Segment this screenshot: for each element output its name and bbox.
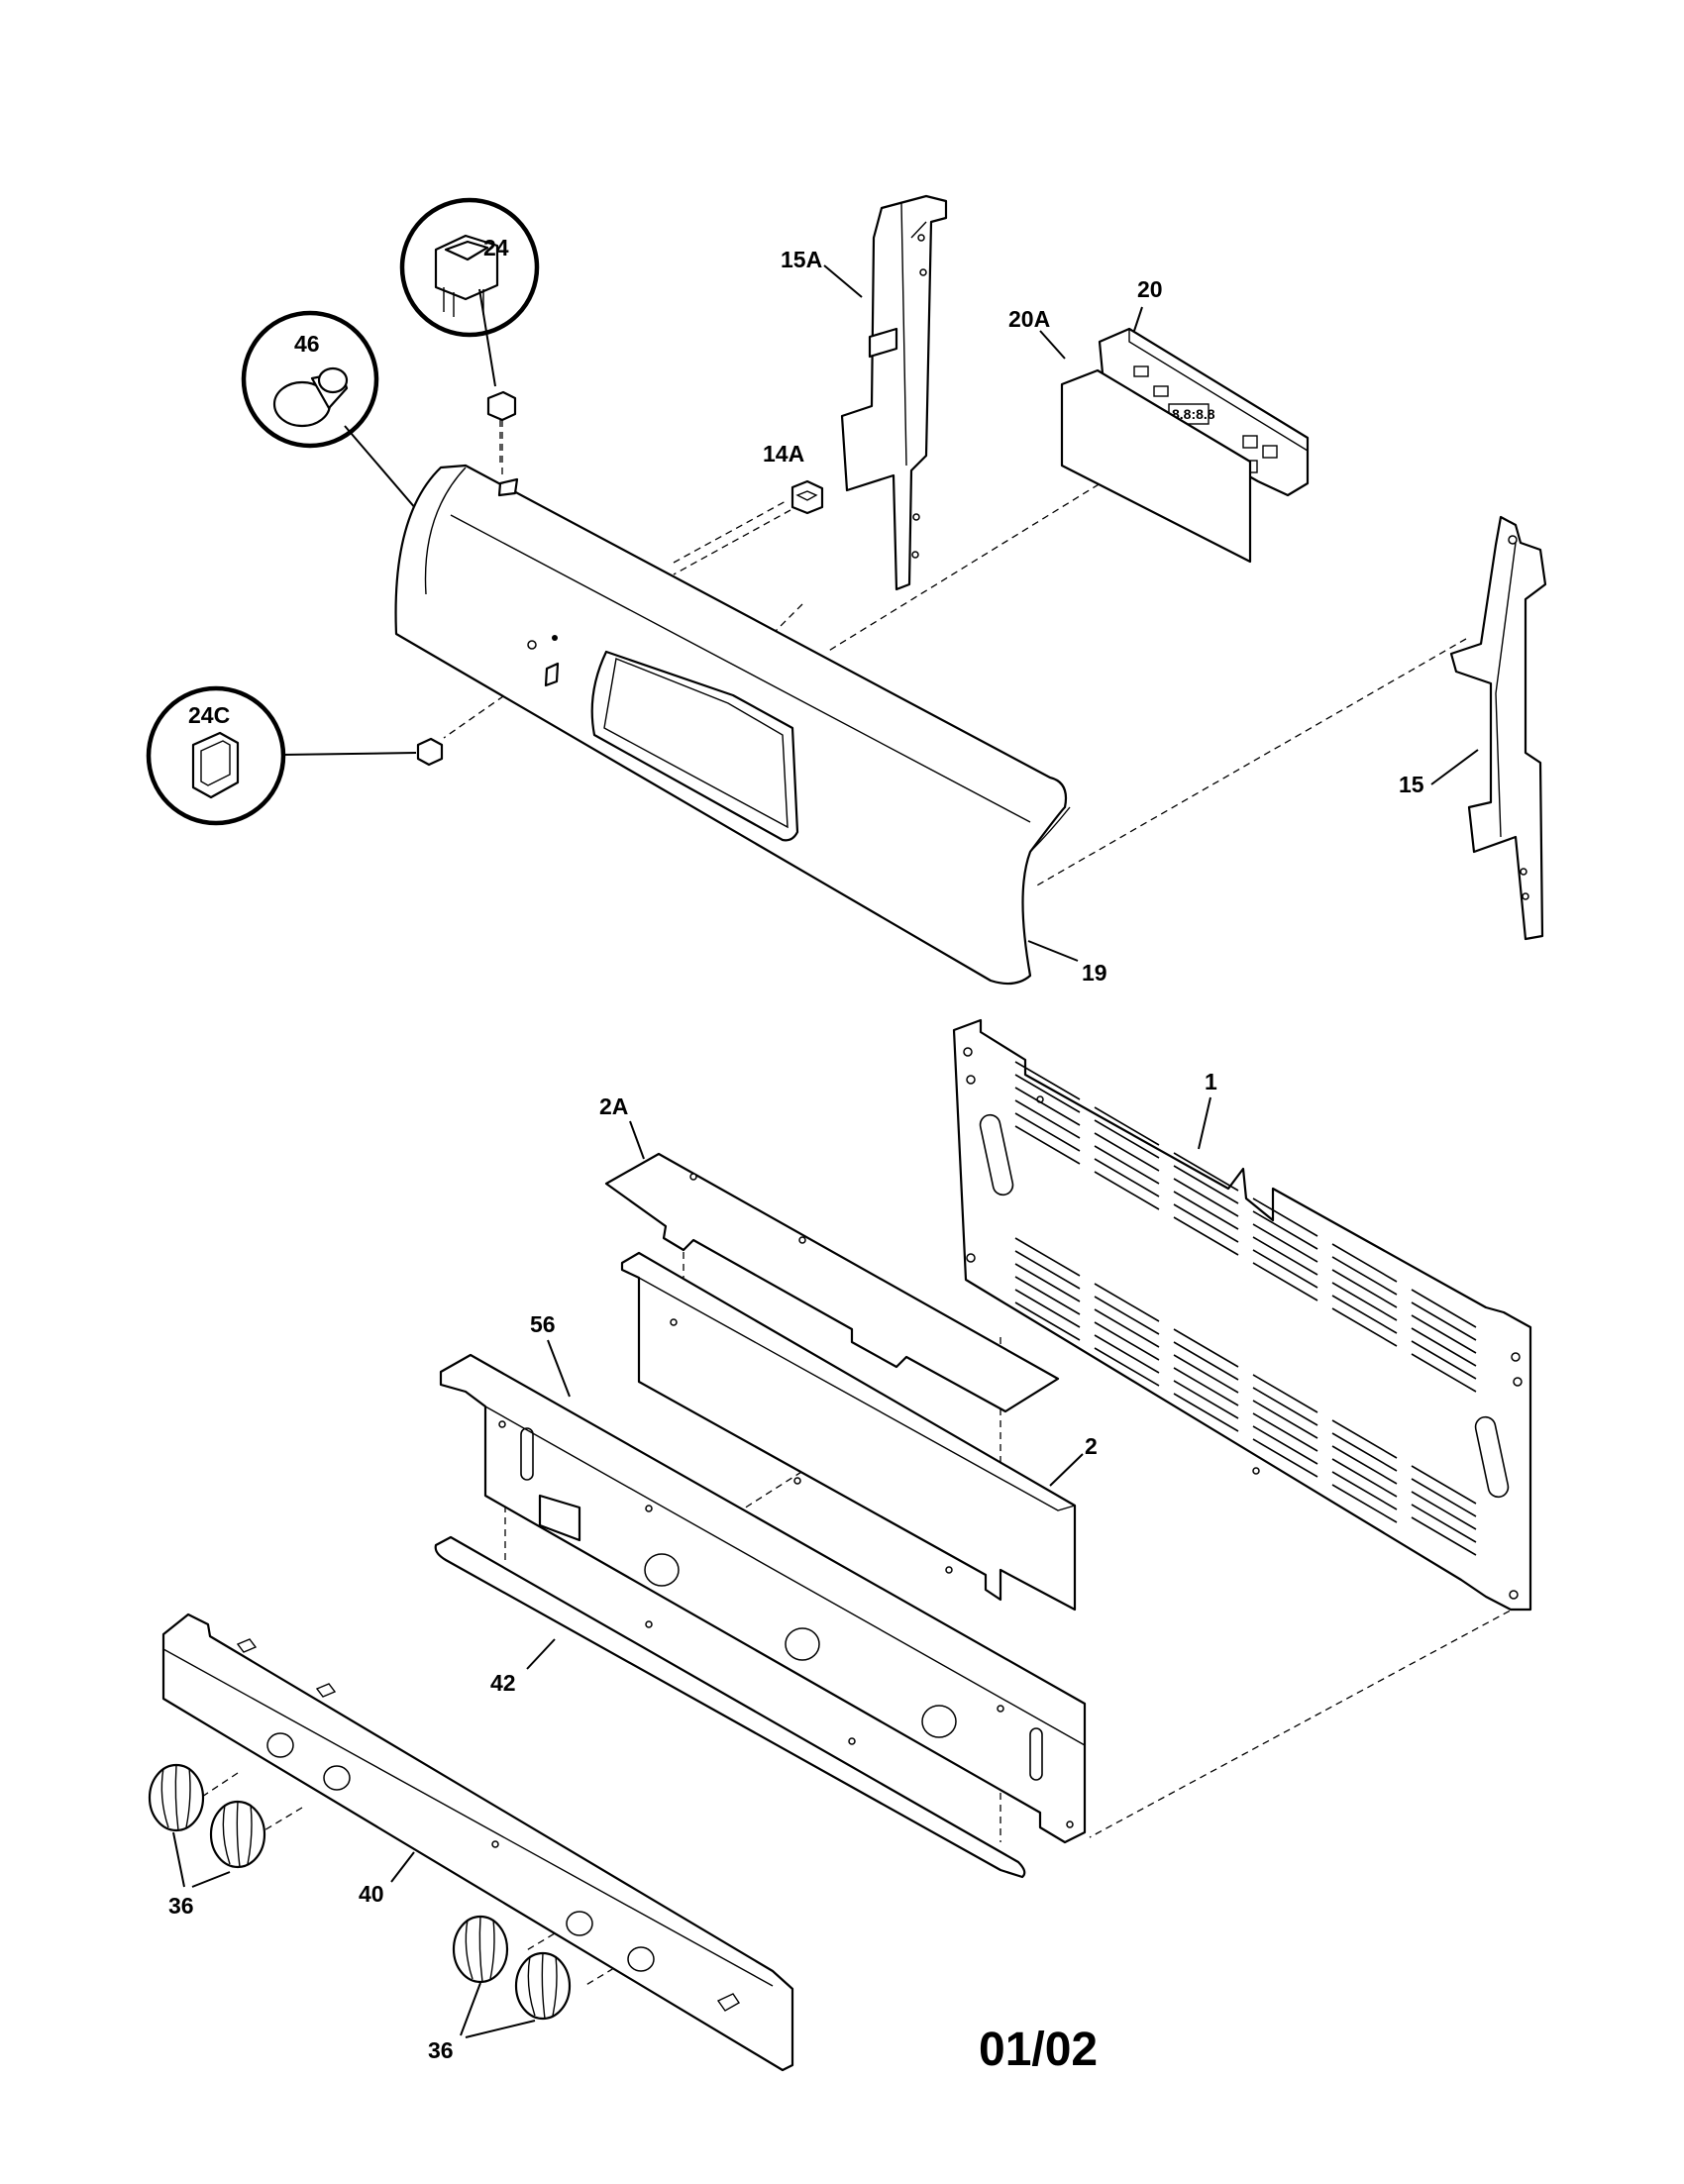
callout-36-right: 36 <box>428 2037 454 2063</box>
part-56-panel: 56 <box>439 1311 1087 1844</box>
part-15A-bracket: 15A <box>781 194 948 591</box>
callout-42: 42 <box>490 1670 516 1696</box>
callout-36-left: 36 <box>168 1893 194 1919</box>
part-36-knobs-left: 36 <box>148 1763 266 1919</box>
callout-15: 15 <box>1399 772 1424 797</box>
callout-56: 56 <box>530 1311 556 1337</box>
part-14A-switch: 14A <box>673 441 824 575</box>
knob <box>452 1915 509 1984</box>
callout-15A: 15A <box>781 247 822 272</box>
diagram-revision-code: 01/02 <box>979 2024 1098 2076</box>
callout-2A: 2A <box>599 1093 628 1119</box>
callout-40: 40 <box>359 1881 384 1907</box>
part-40-knob-panel: 40 <box>161 1612 794 2072</box>
callout-2: 2 <box>1085 1433 1098 1459</box>
callout-24C: 24C <box>188 702 230 728</box>
part-2A-strip: 2A <box>599 1093 1060 1413</box>
vent-louvers <box>1014 1061 1477 1556</box>
part-42-trim: 42 <box>434 1535 1026 1879</box>
callout-1: 1 <box>1205 1069 1217 1094</box>
callout-19: 19 <box>1082 960 1107 986</box>
part-20A-overlay: 20A <box>1008 306 1252 564</box>
part-1-back-panel: 1 <box>952 1018 1532 1612</box>
callout-46: 46 <box>294 331 320 357</box>
knob <box>514 1951 572 2021</box>
callout-20: 20 <box>1137 276 1163 302</box>
part-19-control-panel: 19 <box>394 464 1107 986</box>
part-2-panel: 2 <box>620 1251 1098 1612</box>
part-15-bracket: 15 <box>1399 515 1547 941</box>
inset-switch-24: 24 <box>399 197 540 475</box>
inset-switch-24C: 24C <box>146 685 444 826</box>
knob <box>148 1763 205 1832</box>
part-36-knobs-right: 36 <box>428 1915 572 2063</box>
callout-24: 24 <box>483 235 509 260</box>
callout-20A: 20A <box>1008 306 1050 332</box>
knob <box>209 1800 266 1869</box>
callout-14A: 14A <box>763 441 804 467</box>
clock-digit-display: 8.8:8.8 <box>1172 406 1215 422</box>
